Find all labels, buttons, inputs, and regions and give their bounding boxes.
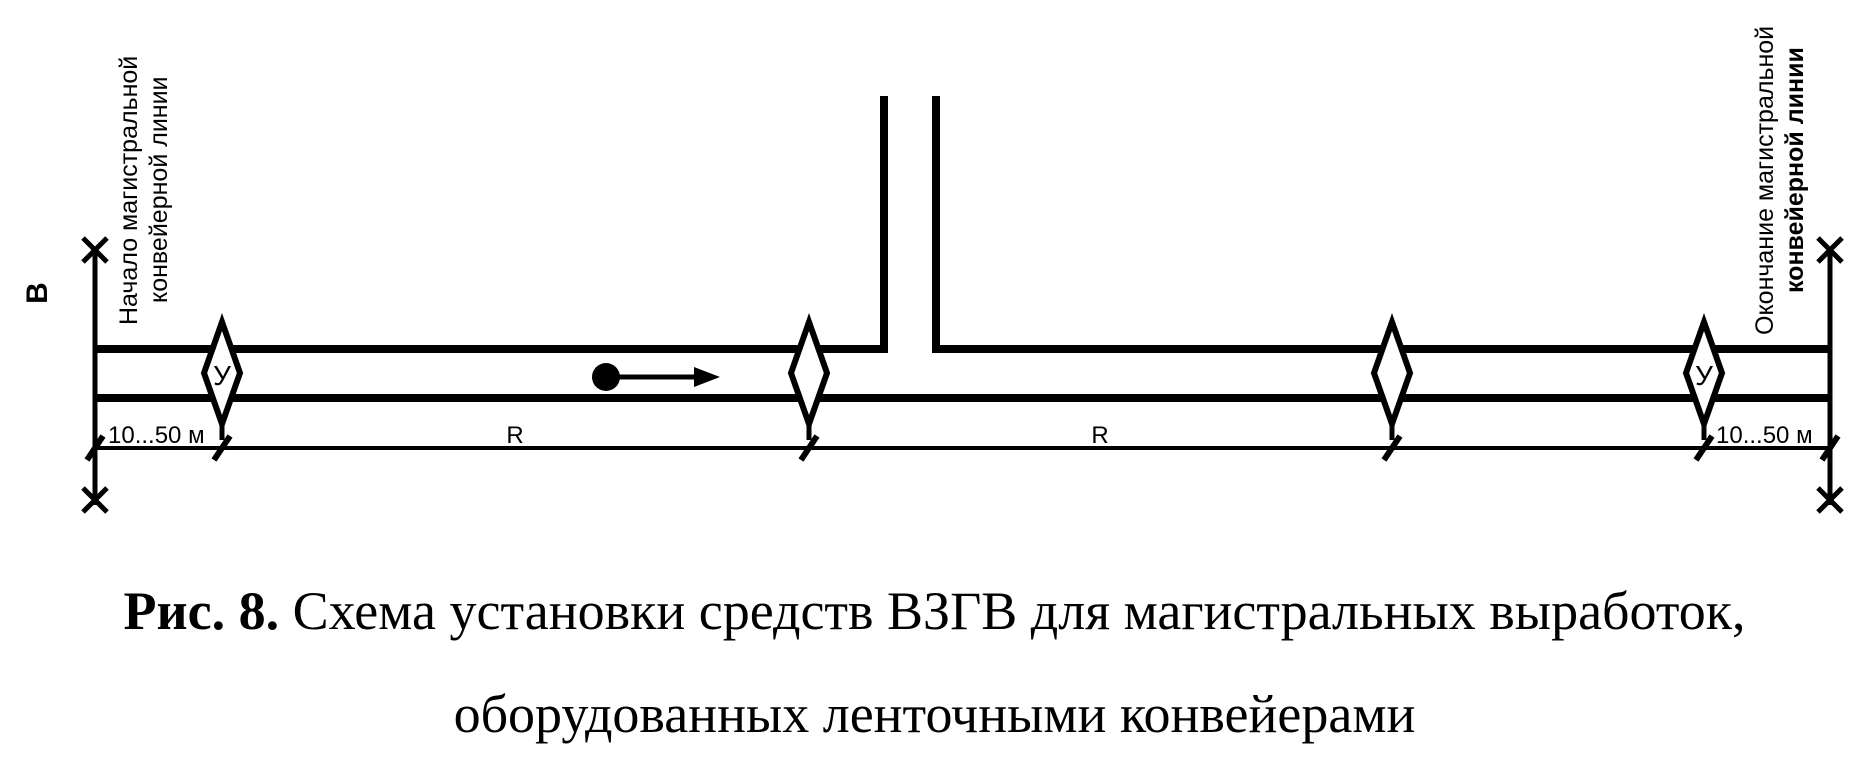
dim-end-label: 10...50 м xyxy=(1716,422,1813,449)
start-bottom-cross-icon xyxy=(81,486,109,514)
figure-caption-line2: оборудованных ленточными конвейерами xyxy=(0,683,1869,745)
start-top-cross-icon xyxy=(81,236,109,264)
dim-r-label-1: R xyxy=(506,422,523,449)
node-label-end: У xyxy=(1695,360,1713,391)
figure-caption-line1: Рис. 8. Схема установки средств ВЗГВ для… xyxy=(0,580,1869,642)
node-diamond-2 xyxy=(1370,312,1414,434)
end-top-cross-icon xyxy=(1816,236,1844,264)
top-rail-right xyxy=(932,96,1830,353)
start-label-line1: Начало магистральной xyxy=(115,56,143,325)
flow-direction-arrow-icon xyxy=(592,363,720,391)
start-label-line2: конвейерной линии xyxy=(145,76,173,303)
end-label-line2: конвейерной линии xyxy=(1781,47,1809,293)
top-rail-left xyxy=(95,96,888,353)
node-label-start: У xyxy=(213,360,231,391)
caption-text-1: Схема установки средств ВЗГВ для магистр… xyxy=(279,581,1746,641)
end-bottom-cross-icon xyxy=(1816,486,1844,514)
side-label: В xyxy=(21,282,54,304)
dim-start-label: 10...50 м xyxy=(108,422,205,449)
figure-number: Рис. 8. xyxy=(123,581,280,641)
end-label-line1: Окончание магистральной xyxy=(1751,26,1779,335)
dim-r-label-2: R xyxy=(1091,422,1108,449)
dimension-ticks xyxy=(84,434,1841,462)
caption-text-2: оборудованных ленточными конвейерами xyxy=(453,684,1416,744)
node-diamond-1 xyxy=(787,312,831,434)
